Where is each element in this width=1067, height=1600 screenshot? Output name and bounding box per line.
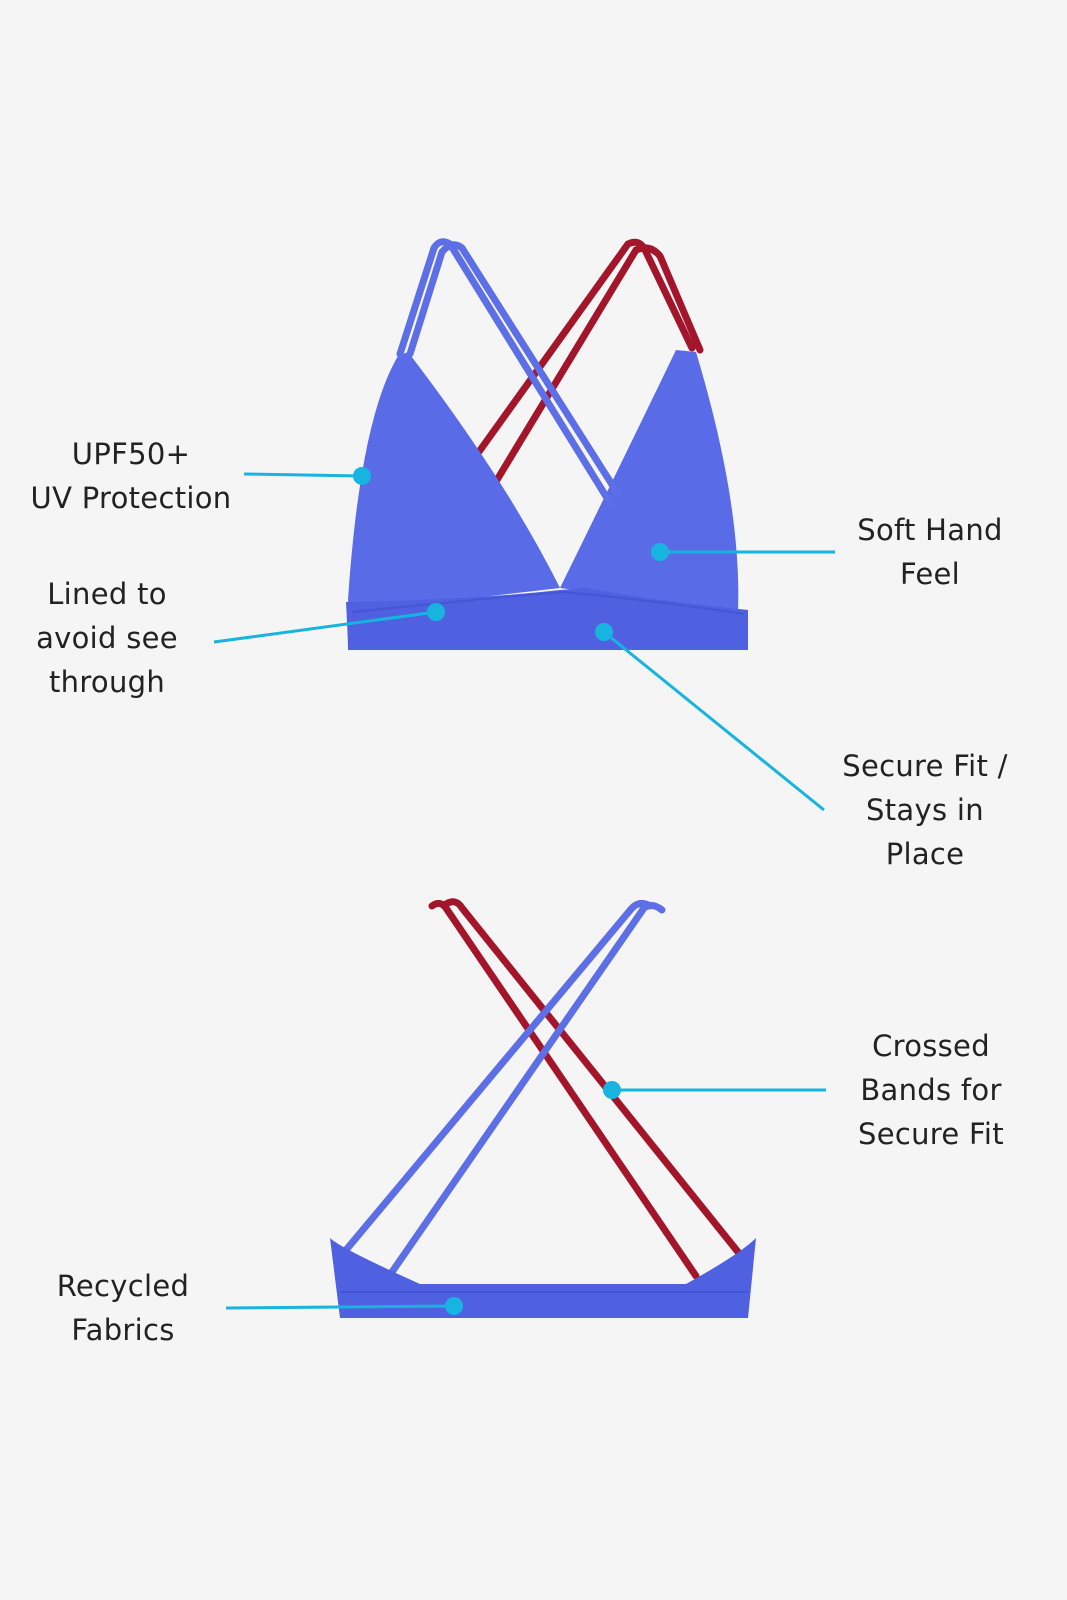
lined-callout-line2: avoid see: [36, 621, 178, 655]
crossed-callout: Crossed Bands for Secure Fit: [836, 1024, 1026, 1156]
upf-callout-line2: UV Protection: [30, 481, 232, 515]
recycled-callout-line1: Recycled: [56, 1269, 190, 1303]
crossed-callout-line1: Crossed: [872, 1029, 990, 1063]
front-blue-straps: [396, 238, 622, 510]
crossed-callout-line2: Bands for: [860, 1073, 1002, 1107]
soft-callout-line1: Soft Hand: [857, 513, 1003, 547]
secure-callout: Secure Fit / Stays in Place: [822, 744, 1028, 876]
bikini-top-front: [346, 238, 748, 650]
left-cup: [348, 352, 560, 612]
crossed-callout-dot: [603, 1081, 621, 1099]
right-cup: [560, 350, 739, 612]
secure-callout-dot: [595, 623, 613, 641]
secure-callout-line1: Secure Fit /: [842, 749, 1008, 783]
secure-callout-line3: Place: [885, 837, 965, 871]
upf-callout-line1: UPF50+: [71, 437, 191, 471]
back-band: [330, 1238, 756, 1318]
leader-lines: [213, 467, 835, 1315]
lined-callout-line1: Lined to: [47, 577, 167, 611]
soft-callout-dot: [651, 543, 669, 561]
upf-callout-dot: [353, 467, 371, 485]
soft-callout-line2: Feel: [899, 557, 961, 591]
recycled-callout: Recycled Fabrics: [40, 1264, 206, 1352]
secure-callout-line2: Stays in: [866, 793, 984, 827]
crossed-callout-line3: Secure Fit: [858, 1117, 1004, 1151]
soft-callout: Soft Hand Feel: [840, 508, 1020, 596]
lined-callout-line3: through: [48, 665, 166, 699]
lined-callout: Lined to avoid see through: [10, 572, 204, 704]
upf-callout: UPF50+ UV Protection: [18, 432, 244, 520]
lined-callout-dot: [427, 603, 445, 621]
front-red-straps: [459, 238, 704, 512]
back-red-straps: [428, 898, 742, 1280]
recycled-callout-dot: [445, 1297, 463, 1315]
back-blue-straps: [342, 899, 666, 1276]
recycled-callout-line2: Fabrics: [71, 1313, 175, 1347]
bikini-top-back: [330, 898, 756, 1318]
